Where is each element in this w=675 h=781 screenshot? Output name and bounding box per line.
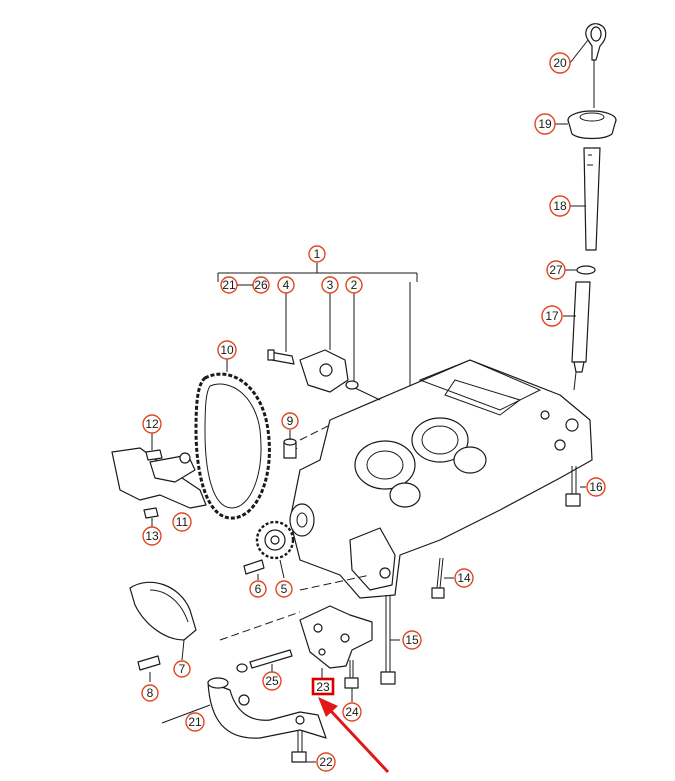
timing-chain xyxy=(194,358,271,520)
svg-text:25: 25 xyxy=(265,674,279,688)
callout-5: 5 xyxy=(275,580,293,598)
transfer-pipe xyxy=(219,574,371,673)
cover-shield xyxy=(129,581,197,682)
oil-pickup-pipe xyxy=(207,677,327,763)
callout-19: 19 xyxy=(534,113,556,135)
svg-text:3: 3 xyxy=(327,278,334,292)
callout-6: 6 xyxy=(249,580,267,598)
svg-text:14: 14 xyxy=(457,571,471,585)
callout-3: 3 xyxy=(321,276,339,294)
svg-text:12: 12 xyxy=(145,417,159,431)
svg-text:19: 19 xyxy=(538,117,552,131)
callout-21-bottom: 21 xyxy=(185,712,205,732)
callout-16: 16 xyxy=(586,477,606,497)
callout-18: 18 xyxy=(549,195,571,217)
svg-text:24: 24 xyxy=(345,705,359,719)
callout-24: 24 xyxy=(342,702,362,722)
group-bracket-1 xyxy=(217,263,418,390)
svg-text:5: 5 xyxy=(281,582,288,596)
bolt-24 xyxy=(344,660,359,702)
callout-9: 9 xyxy=(281,412,299,430)
callout-11: 11 xyxy=(172,512,192,532)
bushing xyxy=(283,430,297,459)
svg-text:16: 16 xyxy=(589,480,603,494)
svg-text:21: 21 xyxy=(222,278,236,292)
svg-text:18: 18 xyxy=(553,199,567,213)
svg-text:9: 9 xyxy=(287,414,294,428)
callout-21-top: 21 xyxy=(220,276,238,294)
highlighted-callout-23: 23 xyxy=(311,677,335,696)
dipstick-assembly xyxy=(567,23,617,391)
callout-13: 13 xyxy=(142,526,162,546)
svg-text:27: 27 xyxy=(549,263,563,277)
svg-text:20: 20 xyxy=(553,56,567,70)
svg-text:17: 17 xyxy=(545,309,559,323)
callout-25: 25 xyxy=(262,671,282,691)
callout-15: 15 xyxy=(402,630,422,650)
svg-text:8: 8 xyxy=(147,686,154,700)
callout-26: 26 xyxy=(252,276,270,294)
callout-8: 8 xyxy=(141,684,159,702)
bolt-14 xyxy=(431,557,454,599)
svg-text:26: 26 xyxy=(254,278,268,292)
balancer-shaft-housing xyxy=(289,359,593,599)
svg-text:10: 10 xyxy=(220,343,234,357)
oil-pump xyxy=(299,605,373,678)
callout-2: 2 xyxy=(345,276,363,294)
callout-leaders xyxy=(161,39,589,724)
callout-27: 27 xyxy=(546,260,566,280)
svg-text:6: 6 xyxy=(255,582,262,596)
mounting-bracket xyxy=(111,433,207,528)
chain-tensioner xyxy=(267,293,359,393)
callout-1: 1 xyxy=(308,245,326,263)
svg-text:22: 22 xyxy=(319,755,333,769)
red-pointer-arrow xyxy=(318,697,390,774)
svg-text:1: 1 xyxy=(314,247,321,261)
svg-text:4: 4 xyxy=(283,278,290,292)
callout-7: 7 xyxy=(173,660,191,678)
svg-text:13: 13 xyxy=(145,529,159,543)
bolt-16 xyxy=(565,466,586,507)
svg-text:11: 11 xyxy=(176,515,189,529)
svg-text:23: 23 xyxy=(316,680,330,694)
callout-22: 22 xyxy=(316,752,336,772)
sprocket xyxy=(243,520,295,580)
callout-4: 4 xyxy=(277,276,295,294)
svg-text:15: 15 xyxy=(405,633,419,647)
callout-14: 14 xyxy=(454,568,474,588)
svg-text:7: 7 xyxy=(179,662,186,676)
callout-20: 20 xyxy=(549,52,571,74)
bolt-15 xyxy=(380,595,400,685)
callout-10: 10 xyxy=(217,340,237,360)
callout-17: 17 xyxy=(541,305,563,327)
callout-12: 12 xyxy=(142,414,162,434)
svg-text:21: 21 xyxy=(188,715,202,729)
svg-text:2: 2 xyxy=(351,278,358,292)
